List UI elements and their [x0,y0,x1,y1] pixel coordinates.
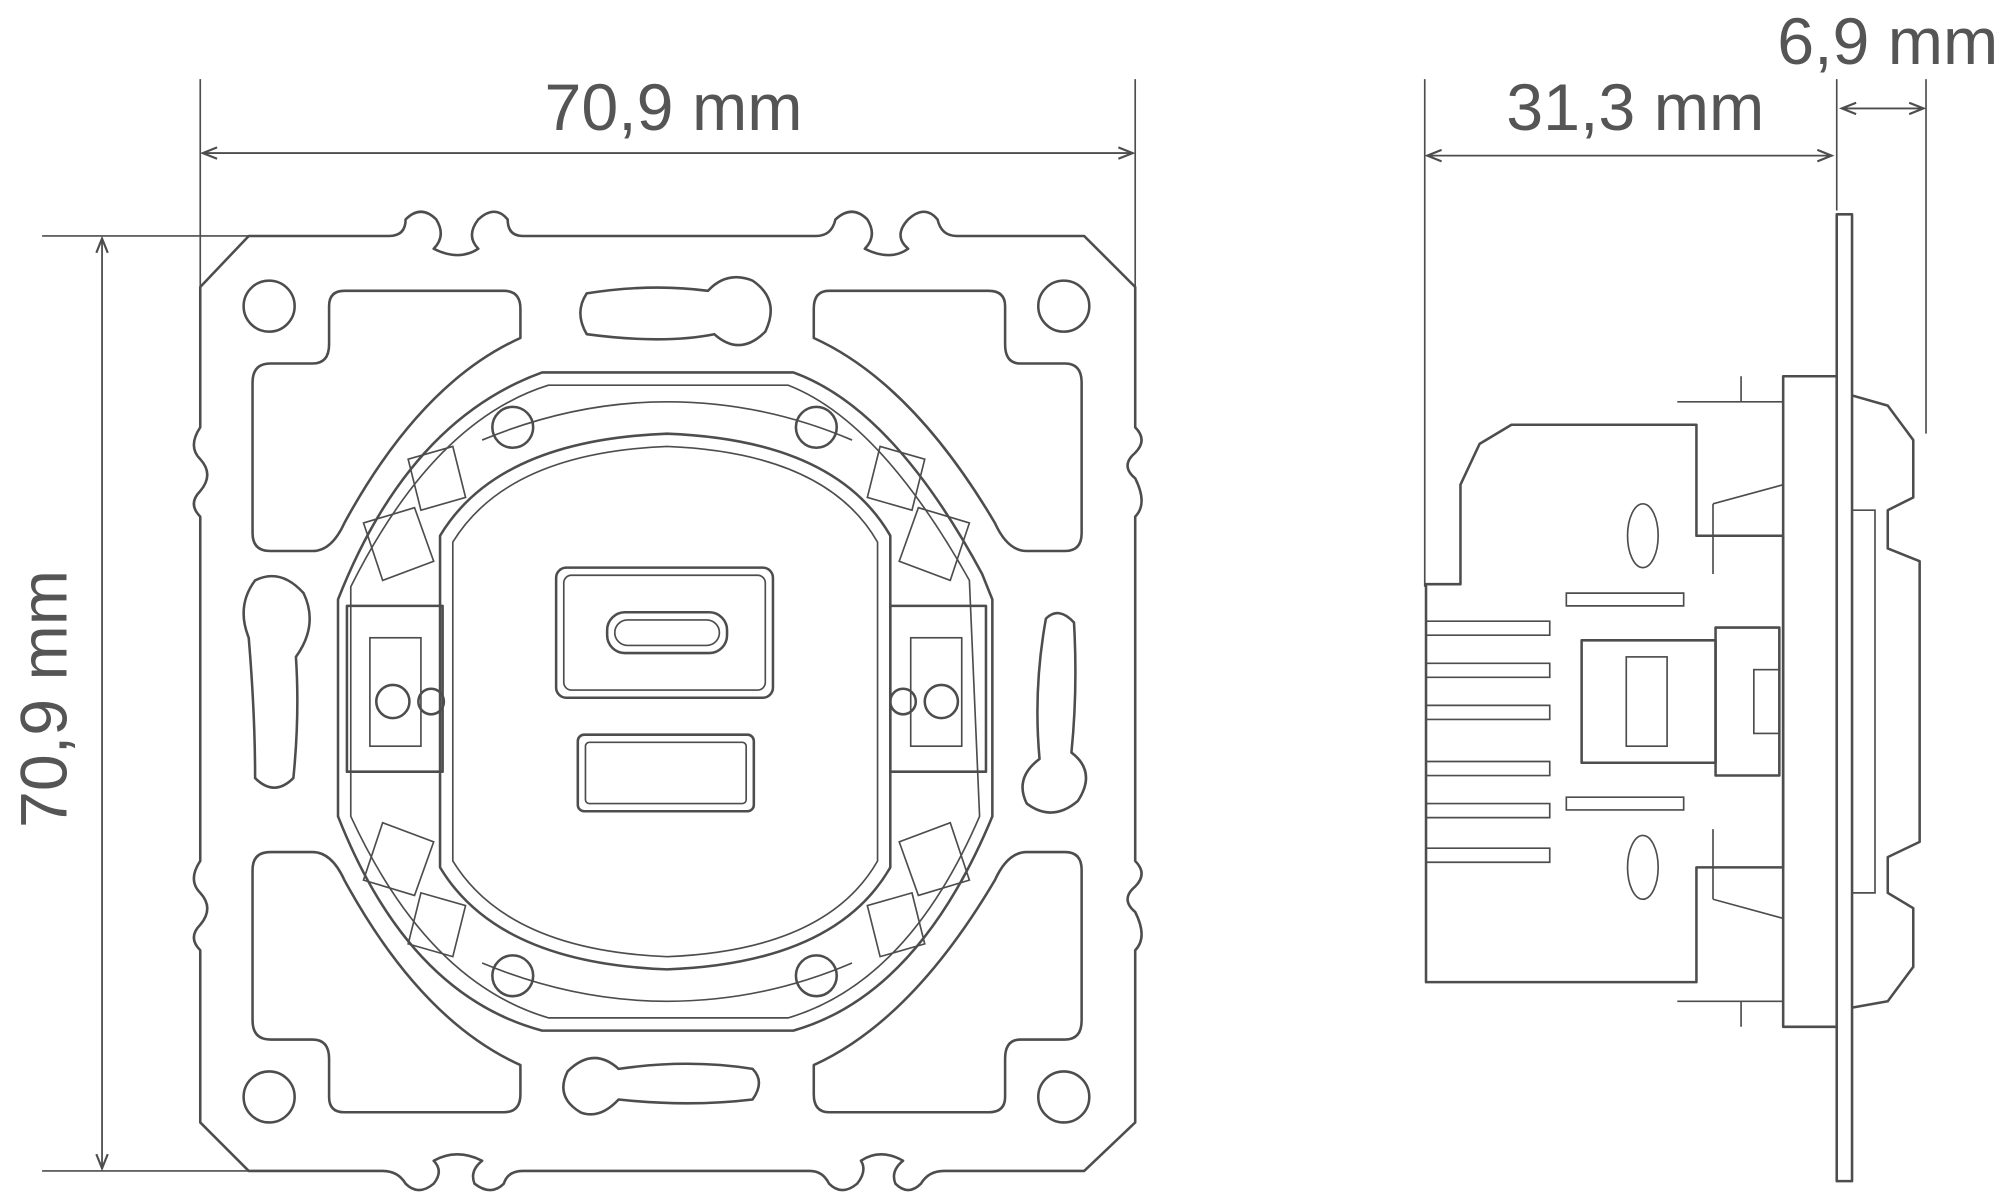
side-depth-label: 31,3 mm [1506,71,1764,145]
usb-c-port-housing [554,566,775,699]
front-width-label: 70,9 mm [544,71,802,145]
front-width-dimension: 70,9 mm [199,71,1137,294]
side-plate-label: 6,9 mm [1777,5,1998,79]
usb-a-port [576,733,756,813]
side-view [1424,213,1921,1183]
usb-c-port [605,610,729,655]
side-plate-dimension: 6,9 mm [1777,5,1998,434]
usb-connector-side [1580,639,1717,765]
front-view-mechanism [336,371,994,1032]
front-height-dimension: 70,9 mm [7,235,256,1172]
front-view-mounting-plate [192,210,1143,1192]
front-height-label: 70,9 mm [7,570,81,828]
side-depth-dimension: 31,3 mm [1423,71,1838,587]
cooling-fins [1426,592,1685,864]
